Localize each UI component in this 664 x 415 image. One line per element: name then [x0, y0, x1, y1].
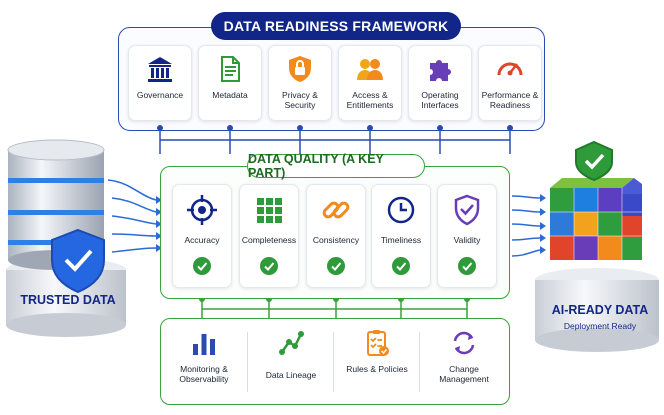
card-governance[interactable]: Governance — [128, 45, 192, 121]
card-label: Timeliness — [380, 235, 422, 245]
card-label: Accuracy — [184, 235, 220, 245]
cycle-icon — [449, 328, 479, 358]
divider — [333, 332, 334, 392]
gauge-icon — [495, 54, 525, 84]
card-label: Completeness — [241, 235, 297, 245]
section-change[interactable]: Change Management — [424, 326, 504, 398]
check-icon — [392, 257, 410, 280]
document-icon — [215, 54, 245, 84]
check-icon — [458, 257, 476, 280]
section-rules[interactable]: Rules & Policies — [337, 326, 417, 398]
section-lineage[interactable]: Data Lineage — [251, 326, 331, 398]
divider — [419, 332, 420, 392]
shield-check-icon — [450, 193, 484, 227]
check-icon — [260, 257, 278, 280]
card-label: Consistency — [312, 235, 360, 245]
bar-chart-icon — [189, 328, 219, 358]
card-operating-interfaces[interactable]: Operating Interfaces — [408, 45, 472, 121]
checklist-icon — [362, 328, 392, 358]
card-access-entitlements[interactable]: Access & Entitlements — [338, 45, 402, 121]
card-performance-readiness[interactable]: Performance & Readiness — [478, 45, 542, 121]
check-icon — [327, 257, 345, 280]
grid-icon — [252, 193, 286, 227]
ai-ready-subtitle: Deployment Ready — [563, 321, 637, 331]
trusted-data-label: TRUSTED DATA — [20, 293, 116, 307]
section-label: Monitoring & Observability — [179, 364, 229, 384]
quality-title: DATA QUALITY (A KEY PART) — [247, 152, 425, 180]
card-label: Privacy & Security — [282, 90, 318, 110]
card-label: Metadata — [212, 90, 248, 100]
check-icon — [193, 257, 211, 280]
section-monitoring[interactable]: Monitoring & Observability — [164, 326, 244, 398]
framework-title: DATA READINESS FRAMEWORK — [211, 12, 461, 40]
section-label: Rules & Policies — [346, 364, 408, 374]
card-label: Access & Entitlements — [346, 90, 394, 110]
clock-icon — [384, 193, 418, 227]
card-timeliness[interactable]: Timeliness — [371, 184, 431, 288]
card-completeness[interactable]: Completeness — [239, 184, 299, 288]
card-label: Validity — [453, 235, 481, 245]
link-icon — [319, 193, 353, 227]
lineage-icon — [276, 328, 306, 358]
puzzle-icon — [425, 54, 455, 84]
card-label: Governance — [136, 90, 184, 100]
card-consistency[interactable]: Consistency — [306, 184, 366, 288]
section-label: Data Lineage — [265, 370, 317, 380]
target-icon — [185, 193, 219, 227]
card-validity[interactable]: Validity — [437, 184, 497, 288]
trusted-data-illustration — [6, 139, 126, 337]
capabilities-panel — [160, 318, 510, 405]
divider — [247, 332, 248, 392]
lock-shield-icon — [285, 54, 315, 84]
users-icon — [355, 54, 385, 84]
card-label: Performance & Readiness — [481, 90, 539, 110]
bank-icon — [145, 54, 175, 84]
card-metadata[interactable]: Metadata — [198, 45, 262, 121]
card-label: Operating Interfaces — [421, 90, 459, 110]
section-label: Change Management — [439, 364, 489, 384]
card-privacy-security[interactable]: Privacy & Security — [268, 45, 332, 121]
ai-ready-illustration — [535, 140, 659, 352]
card-accuracy[interactable]: Accuracy — [172, 184, 232, 288]
ai-ready-title: AI-READY DATA — [551, 303, 649, 317]
